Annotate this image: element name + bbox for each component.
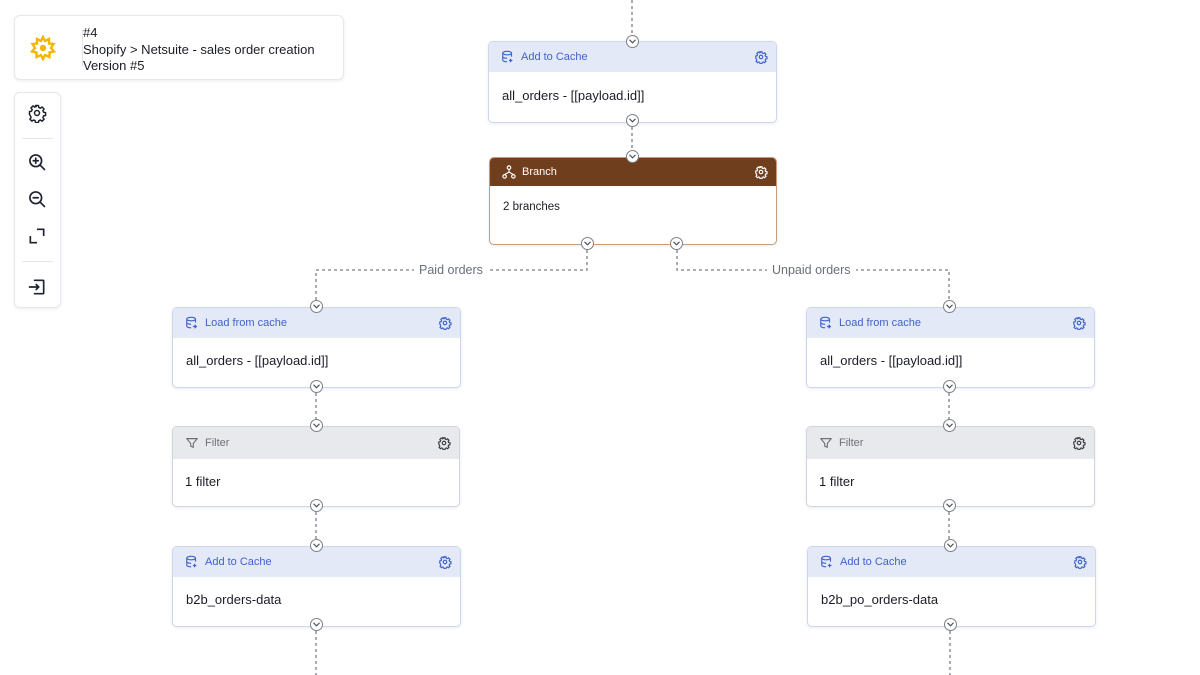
node-header: Filter: [173, 427, 459, 459]
node-filter-right[interactable]: Filter 1 filter: [806, 426, 1095, 507]
connection-handle-chevron-icon[interactable]: [310, 380, 323, 393]
workflow-number: #4: [83, 25, 98, 40]
connection-handle-chevron-icon[interactable]: [626, 35, 639, 48]
node-settings-gear-icon[interactable]: [1073, 555, 1087, 570]
connection-handle-chevron-icon[interactable]: [581, 237, 594, 250]
node-type-label: Add to Cache: [205, 556, 272, 568]
connection-handle-chevron-icon[interactable]: [943, 380, 956, 393]
zoom-in-icon: [29, 154, 46, 171]
node-add-to-cache-top[interactable]: Add to Cache all_orders - [[payload.id]]: [488, 41, 777, 123]
filter-icon: [819, 436, 833, 450]
node-type-label: Add to Cache: [521, 51, 588, 63]
node-filter-left[interactable]: Filter 1 filter: [172, 426, 460, 507]
connection-handle-chevron-icon[interactable]: [626, 150, 639, 163]
node-settings-gear-icon[interactable]: [438, 316, 452, 331]
node-add-to-cache-right[interactable]: Add to Cache b2b_po_orders-data: [807, 546, 1096, 627]
node-settings-gear-icon[interactable]: [1072, 316, 1086, 331]
settings-button[interactable]: [25, 101, 49, 125]
zoom-out-icon: [29, 191, 46, 208]
node-settings-gear-icon[interactable]: [754, 50, 768, 65]
node-header: Load from cache: [173, 308, 460, 338]
node-header: Filter: [807, 427, 1094, 459]
database-icon: [501, 50, 515, 64]
gear-icon: [28, 104, 47, 123]
node-body-text: all_orders - [[payload.id]]: [186, 353, 329, 368]
workflow-info-card: #4 Shopify > Netsuite - sales order crea…: [14, 15, 344, 80]
node-type-label: Add to Cache: [840, 556, 907, 568]
edge-label-unpaid-orders: Unpaid orders: [767, 262, 856, 278]
connection-handle-chevron-icon[interactable]: [944, 618, 957, 631]
canvas-toolbar: [14, 92, 61, 308]
exit-icon: [28, 279, 45, 295]
node-header: Load from cache: [807, 308, 1094, 338]
connection-handle-chevron-icon[interactable]: [670, 237, 683, 250]
node-body-text: 1 filter: [185, 474, 221, 489]
node-body-text: b2b_po_orders-data: [821, 592, 939, 607]
node-type-label: Load from cache: [839, 317, 921, 329]
zoom-out-button[interactable]: [25, 187, 49, 211]
node-settings-gear-icon[interactable]: [1072, 436, 1086, 451]
connection-handle-chevron-icon[interactable]: [943, 419, 956, 432]
connection-handle-chevron-icon[interactable]: [310, 618, 323, 631]
node-settings-gear-icon[interactable]: [437, 436, 451, 451]
node-load-from-cache-left[interactable]: Load from cache all_orders - [[payload.i…: [172, 307, 461, 388]
connection-handle-chevron-icon[interactable]: [943, 499, 956, 512]
logo-icon: [30, 35, 56, 61]
toolbar-divider: [22, 138, 53, 139]
connection-handle-chevron-icon[interactable]: [310, 419, 323, 432]
database-icon: [185, 555, 199, 569]
node-body-text: 1 filter: [819, 474, 855, 489]
connection-handle-chevron-icon[interactable]: [943, 300, 956, 313]
fit-view-icon: [29, 228, 45, 244]
node-type-label: Load from cache: [205, 317, 287, 329]
info-divider: [82, 30, 83, 66]
node-body-text: all_orders - [[payload.id]]: [820, 353, 963, 368]
zoom-in-button[interactable]: [25, 150, 49, 174]
connection-handle-chevron-icon[interactable]: [310, 300, 323, 313]
node-body-text: 2 branches: [503, 201, 560, 213]
node-header: Add to Cache: [173, 547, 460, 577]
node-header: Branch: [490, 158, 776, 186]
database-icon: [185, 316, 199, 330]
node-settings-gear-icon[interactable]: [754, 165, 768, 180]
node-load-from-cache-right[interactable]: Load from cache all_orders - [[payload.i…: [806, 307, 1095, 388]
branch-icon: [502, 165, 516, 179]
workflow-version: Version #5: [83, 58, 145, 73]
connection-handle-chevron-icon[interactable]: [310, 539, 323, 552]
edge-paid-orders: [315, 244, 588, 306]
node-body-text: all_orders - [[payload.id]]: [502, 88, 645, 103]
database-icon: [819, 316, 833, 330]
connection-handle-chevron-icon[interactable]: [944, 539, 957, 552]
filter-icon: [185, 436, 199, 450]
node-type-label: Filter: [205, 437, 230, 449]
node-branch[interactable]: Branch 2 branches: [489, 157, 777, 245]
node-header: Add to Cache: [808, 547, 1095, 577]
workflow-name: Shopify > Netsuite - sales order creatio…: [83, 41, 315, 57]
connection-handle-chevron-icon[interactable]: [310, 499, 323, 512]
edge-label-paid-orders: Paid orders: [414, 262, 488, 278]
exit-button[interactable]: [25, 275, 49, 299]
node-type-label: Branch: [522, 166, 557, 178]
fit-view-button[interactable]: [25, 224, 49, 248]
database-icon: [820, 555, 834, 569]
node-type-label: Filter: [839, 437, 864, 449]
node-add-to-cache-left[interactable]: Add to Cache b2b_orders-data: [172, 546, 461, 627]
workflow-info-text: #4 Shopify > Netsuite - sales order crea…: [83, 25, 315, 75]
node-body-text: b2b_orders-data: [186, 592, 282, 607]
toolbar-divider: [22, 261, 53, 262]
node-settings-gear-icon[interactable]: [438, 555, 452, 570]
connection-handle-chevron-icon[interactable]: [626, 114, 639, 127]
